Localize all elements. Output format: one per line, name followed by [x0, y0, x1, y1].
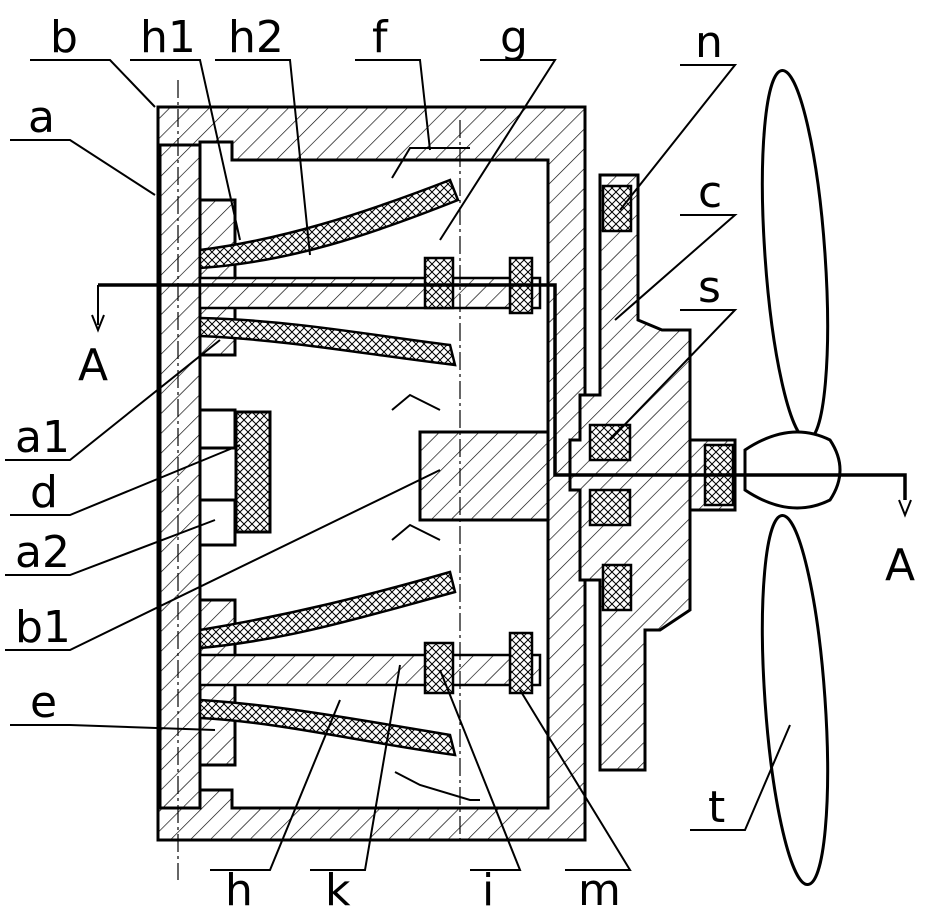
label-e: e [30, 677, 57, 728]
label-n: n [695, 17, 723, 68]
label-k: k [325, 865, 351, 916]
upper-spring-assembly [200, 148, 540, 410]
label-m: m [578, 865, 621, 916]
lower-spring-assembly [200, 525, 540, 800]
label-s: s [698, 262, 721, 313]
label-c: c [698, 167, 722, 218]
label-f: f [372, 12, 389, 63]
label-b: b [50, 12, 78, 63]
label-h1: h1 [140, 12, 196, 63]
label-b1: b1 [15, 602, 71, 653]
label-i: i [482, 865, 494, 916]
label-t: t [708, 782, 725, 833]
center-block-b1 [420, 432, 548, 520]
label-d: d [30, 467, 58, 518]
label-a1: a1 [15, 412, 70, 463]
label-a2: a2 [15, 527, 70, 578]
label-A-left: A [78, 340, 108, 391]
label-h: h [225, 865, 253, 916]
label-A-right: A [885, 540, 915, 591]
label-g: g [500, 12, 528, 63]
label-h2: h2 [228, 12, 284, 63]
fan-t [745, 68, 840, 886]
label-a: a [28, 92, 55, 143]
